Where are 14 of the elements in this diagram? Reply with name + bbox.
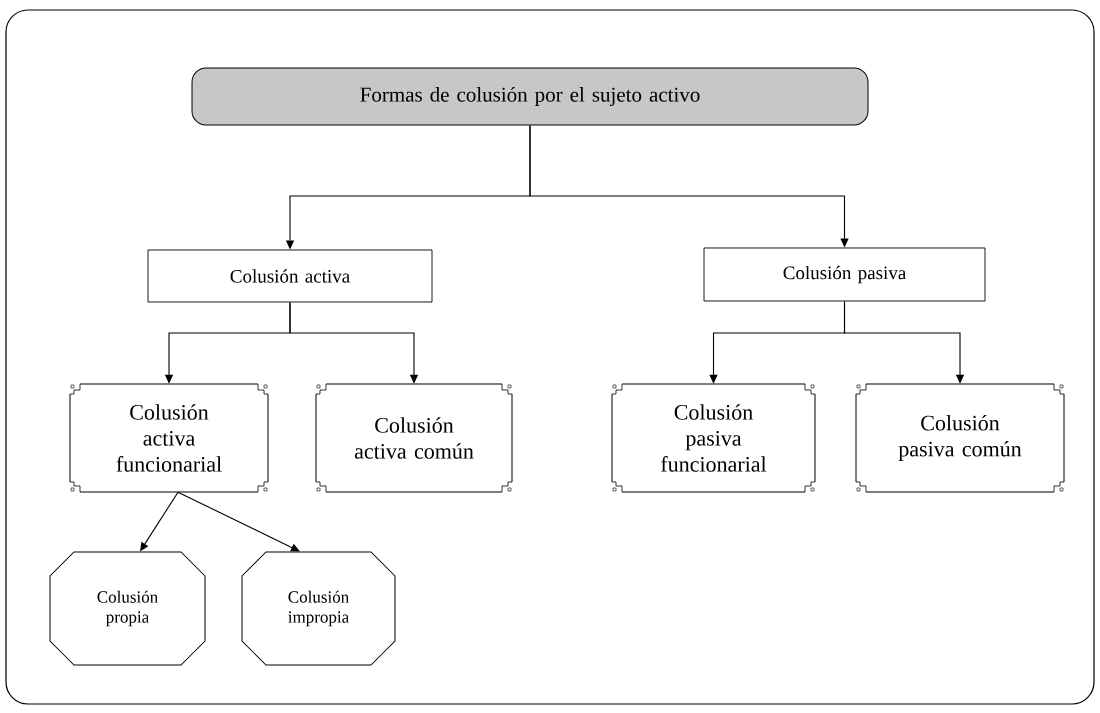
node-label: Colusión pasiva común bbox=[898, 415, 1022, 461]
octagon-box: Colusión impropia bbox=[241, 551, 396, 666]
category-box: Colusión activa bbox=[147, 249, 433, 303]
ornate-box: Colusión activa funcionarial bbox=[68, 382, 270, 494]
title-box: Formas de colusión por el sujeto activo bbox=[191, 67, 869, 126]
node-label: Colusión activa común bbox=[354, 417, 474, 459]
ornate-box: Colusión pasiva común bbox=[854, 382, 1066, 494]
node-label: Colusión activa funcionarial bbox=[116, 404, 222, 472]
arrow bbox=[177, 491, 300, 552]
octagon-box: Colusión propia bbox=[49, 551, 206, 666]
node-label: Colusión pasiva funcionarial bbox=[661, 404, 767, 472]
ornate-box: Colusión activa común bbox=[314, 382, 514, 494]
category-box: Colusión pasiva bbox=[703, 247, 986, 302]
ornate-box: Colusión pasiva funcionarial bbox=[610, 382, 817, 494]
